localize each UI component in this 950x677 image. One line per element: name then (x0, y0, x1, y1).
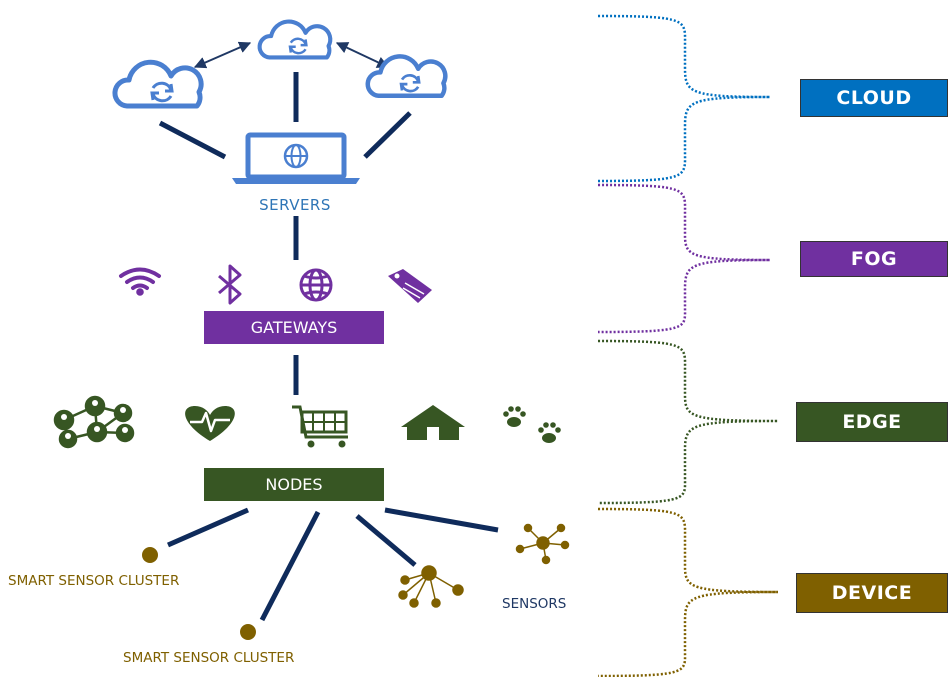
cloud-brace (597, 14, 771, 183)
laptop-globe-icon (232, 132, 360, 184)
connector-line (166, 507, 250, 548)
smart-sensor-dot (240, 624, 256, 640)
nodes-box: NODES (204, 468, 384, 501)
cloud-sync-icon (257, 19, 333, 60)
cloud-sync-icon (112, 59, 204, 109)
tier-device: DEVICE (796, 573, 948, 613)
sensor-network-icon (398, 565, 464, 608)
servers-label: SERVERS (259, 196, 331, 214)
fog-brace (597, 183, 771, 334)
people-network-icon (53, 395, 135, 449)
connector-line (363, 111, 412, 159)
connector-line (259, 510, 321, 622)
smart-sensor-dot (142, 547, 158, 563)
smart-sensor-cluster-label: SMART SENSOR CLUSTER (8, 573, 180, 589)
edge-brace (597, 339, 779, 505)
smart-sensor-cluster-label: SMART SENSOR CLUSTER (123, 650, 295, 666)
cart-icon (292, 405, 348, 448)
cloud-link-arrow-right (335, 42, 390, 68)
device-brace (597, 507, 779, 677)
cloud-link-arrow-left (193, 41, 252, 69)
sensors-label: SENSORS (502, 596, 567, 612)
paw-icon (503, 406, 561, 443)
connector-line (384, 507, 499, 533)
gateways-box: GATEWAYS (204, 311, 384, 344)
bluetooth-icon (218, 264, 242, 305)
globe-icon (299, 268, 333, 302)
tag-icon (388, 269, 432, 303)
sensor-network-icon (515, 523, 570, 565)
tier-edge: EDGE (796, 402, 948, 442)
connector-line (355, 514, 417, 567)
tier-fog: FOG (800, 241, 948, 277)
tier-cloud: CLOUD (800, 79, 948, 117)
home-icon (401, 405, 465, 440)
heartbeat-icon (185, 406, 235, 441)
connector-line (158, 120, 227, 160)
wifi-icon (119, 267, 161, 296)
cloud-sync-icon (365, 54, 448, 99)
